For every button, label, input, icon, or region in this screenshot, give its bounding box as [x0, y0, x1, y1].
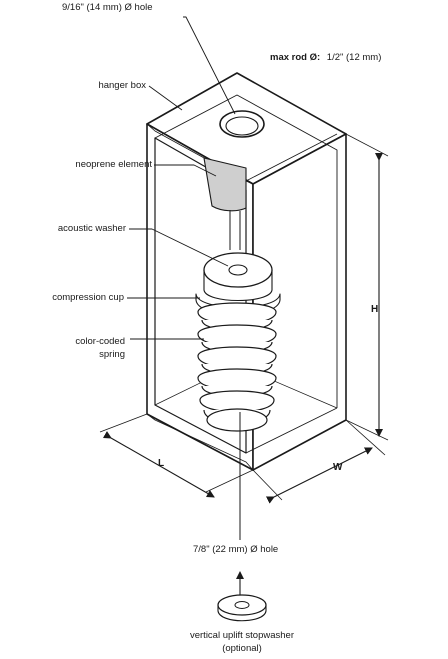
dimension-w: W	[333, 462, 343, 473]
label-spring-line1: color-coded	[75, 336, 125, 347]
max-rod-label: max rod Ø:	[270, 52, 321, 63]
label-bottom-hole: 7/8" (22 mm) Ø hole	[193, 544, 279, 555]
label-stopwasher-line1: vertical uplift stopwasher	[189, 630, 295, 641]
width-dimension-line	[265, 447, 373, 504]
leader-acoustic-washer	[129, 228, 229, 267]
label-hanger-box: hanger box	[98, 80, 146, 91]
label-acoustic-washer: acoustic washer	[57, 223, 126, 234]
neoprene-element	[203, 157, 247, 212]
dimension-h: H	[371, 304, 379, 315]
label-top-hole: 9/16" (14 mm) Ø hole	[62, 2, 153, 13]
leader-neoprene	[154, 164, 217, 177]
label-max-rod: max rod Ø: 1/2" (12 mm)	[270, 52, 381, 64]
max-rod-value: 1/2" (12 mm)	[326, 52, 382, 63]
label-neoprene-element: neoprene element	[75, 159, 152, 170]
length-dimension-line	[102, 431, 215, 498]
color-coded-spring	[197, 302, 277, 432]
leader-top-hole	[183, 16, 236, 115]
leader-hanger-box	[148, 85, 183, 111]
dimension-l: L	[158, 458, 165, 469]
label-compression-cup: compression cup	[52, 292, 124, 303]
label-stopwasher-line2: (optional)	[222, 643, 262, 654]
label-spring-line2: spring	[99, 349, 125, 360]
